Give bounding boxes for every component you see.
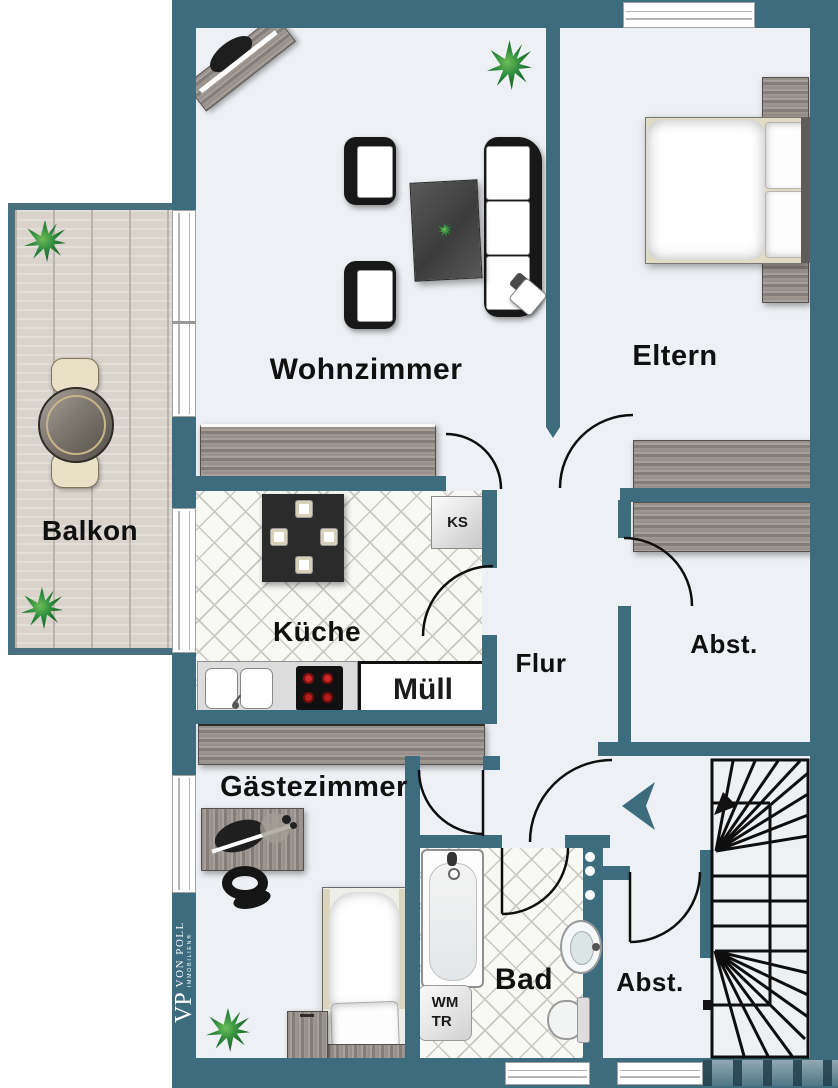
wardrobe-parents <box>633 440 812 490</box>
bed-pillow-top <box>765 122 804 189</box>
brand-name: VON POLL <box>173 921 186 988</box>
window-balcony-door <box>172 210 196 417</box>
window-bath-bottom <box>505 1062 590 1085</box>
wall-guestroom-door-stub <box>483 756 500 770</box>
wall-livingroom-parents-divider <box>546 28 560 427</box>
wall-stairhall-top <box>598 742 810 756</box>
label-bad: Bad <box>494 963 554 996</box>
washer-label: WM <box>431 994 459 1012</box>
trash-label: Müll <box>393 672 453 706</box>
wall-left-1 <box>172 0 196 210</box>
window-guestroom <box>172 775 196 893</box>
brand-logo: VP VON POLL IMMOBILIEN® <box>171 893 197 1023</box>
stair-direction-arrow <box>714 792 737 815</box>
door-storage-top <box>623 536 694 607</box>
double-bed <box>645 117 807 264</box>
wardrobe-storage-top <box>633 502 812 552</box>
stair-start-marker <box>703 1000 713 1010</box>
label-eltern: Eltern <box>632 340 718 372</box>
wall-left-3 <box>172 653 196 775</box>
bathtub <box>421 849 484 988</box>
wall-storage-top-left-a <box>618 500 631 538</box>
single-bed-duvet <box>329 892 400 1008</box>
window-parents-top <box>623 2 755 28</box>
wall-storage-top-left-b <box>618 606 631 756</box>
door-parents <box>558 413 634 489</box>
wall-guestroom-right <box>405 756 420 1058</box>
wall-divider-tip <box>546 427 560 438</box>
door-arcs <box>417 413 702 944</box>
brand-monogram: VP <box>171 992 197 1023</box>
washer-dryer-box: WM TR <box>418 985 472 1041</box>
armchair-top <box>344 137 396 205</box>
wall-bath-top-a <box>405 835 502 848</box>
door-storage-bottom <box>628 871 702 944</box>
label-abst-oben: Abst. <box>690 629 758 659</box>
bath-wall-dot-3 <box>585 890 595 900</box>
door-entrance <box>528 758 613 843</box>
wall-parents-bottom <box>620 488 810 502</box>
label-kueche: Küche <box>272 616 362 647</box>
wall-left-2 <box>172 417 196 508</box>
nightstand-parents-top <box>762 77 809 120</box>
nightstand-guestroom <box>287 1011 328 1059</box>
wall-kitchen-guestroom <box>196 710 497 724</box>
label-gaestezimmer: Gästezimmer <box>220 771 408 803</box>
label-balkon: Balkon <box>41 515 139 546</box>
bath-wall-dot-2 <box>585 866 595 876</box>
label-abst-unten: Abst. <box>616 967 684 997</box>
sink-basin-right <box>240 668 273 709</box>
door-guestroom <box>417 769 485 836</box>
fridge-box: KS <box>431 496 484 549</box>
sofa <box>484 137 548 317</box>
bed-headboard <box>801 117 810 263</box>
entrance-arrow <box>622 782 655 830</box>
nightstand-parents-bottom <box>762 261 809 303</box>
window-kitchen <box>172 508 196 653</box>
balcony-table <box>38 387 114 463</box>
brand-subtitle: IMMOBILIEN® <box>186 933 193 988</box>
bathtub-faucet <box>447 852 457 866</box>
wall-storage-bottom-top <box>597 866 630 880</box>
guestroom-sideboard <box>198 723 485 765</box>
staircase <box>703 758 810 1059</box>
fridge-label: KS <box>447 514 468 531</box>
armchair-bottom <box>344 261 396 329</box>
single-bed <box>322 887 409 1060</box>
wall-livingroom-bottom <box>196 476 446 491</box>
bath-wall-dot-1 <box>585 852 595 862</box>
wall-left-4 <box>172 893 196 1088</box>
window-storage-bottom <box>617 1062 703 1085</box>
stair-railing <box>703 1060 838 1086</box>
sink-faucet <box>232 702 239 709</box>
wall-kitchen-right-b <box>482 635 497 712</box>
wall-kitchen-right-a <box>482 490 497 568</box>
bed-duvet <box>647 120 765 260</box>
window-balcony-door-divider <box>172 321 196 324</box>
toilet-tank <box>577 997 590 1043</box>
label-flur: Flur <box>515 648 567 678</box>
stove <box>296 666 343 711</box>
wall-right <box>810 0 838 1088</box>
desk <box>201 808 304 871</box>
door-kitchen <box>421 564 494 637</box>
door-livingroom <box>445 432 503 490</box>
dryer-label: TR <box>431 1013 452 1030</box>
bath-sink <box>560 920 602 974</box>
label-wohnzimmer: Wohnzimmer <box>269 353 463 386</box>
dining-table <box>262 494 344 582</box>
door-bath <box>500 847 570 916</box>
kitchen-counter <box>197 661 358 712</box>
